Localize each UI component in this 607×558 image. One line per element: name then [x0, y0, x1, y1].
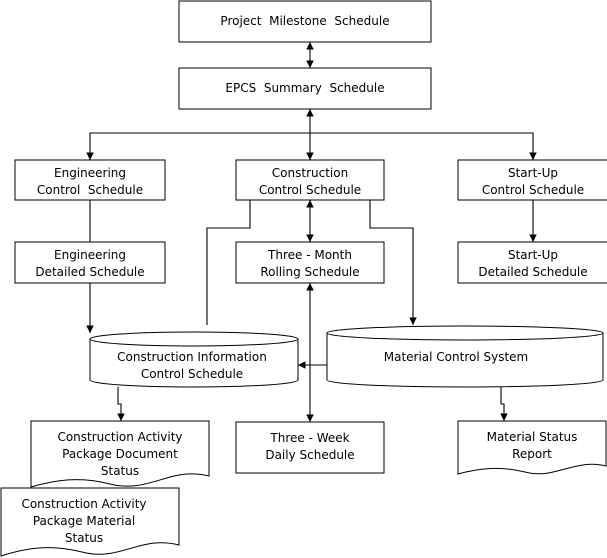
node-three-week: Three - Week Daily Schedule — [235, 421, 385, 474]
node-three-month: Three - Month Rolling Schedule — [235, 241, 385, 284]
node-material-control: Material Control System — [326, 325, 604, 388]
edge-cic-capdocument — [117, 387, 125, 421]
label-construction-information-1: Construction Information — [117, 350, 267, 364]
node-epcs-summary: EPCS Summary Schedule — [178, 67, 432, 110]
label-cap-document-3: Status — [101, 464, 139, 478]
node-startup-detailed: Start-Up Detailed Schedule — [457, 241, 607, 284]
label-three-week-1: Three - Week — [269, 431, 349, 445]
label-three-month-2: Rolling Schedule — [260, 265, 359, 279]
label-engineering-detailed-2: Detailed Schedule — [35, 265, 144, 279]
label-three-week-2: Daily Schedule — [265, 448, 354, 462]
edge-construction-material — [369, 200, 417, 325]
label-startup-control-1: Start-Up — [508, 166, 558, 180]
node-engineering-detailed: Engineering Detailed Schedule — [14, 241, 166, 284]
label-material-status-2: Report — [512, 447, 552, 461]
label-cap-material-3: Status — [65, 531, 103, 545]
label-cap-material-1: Construction Activity — [21, 497, 146, 511]
node-project-milestone: Project Milestone Schedule — [178, 0, 432, 43]
label-three-month-1: Three - Month — [267, 248, 352, 262]
edge-branch-engineering — [86, 132, 310, 160]
node-material-status: Material Status Report — [457, 420, 607, 475]
label-construction-control-1: Construction — [272, 166, 348, 180]
node-cap-material: Construction Activity Package Material S… — [0, 487, 180, 557]
label-cap-material-2: Package Material — [33, 514, 135, 528]
edges — [86, 42, 537, 422]
label-material-status-1: Material Status — [487, 430, 578, 444]
node-engineering-control: Engineering Control Schedule — [14, 159, 166, 201]
label-material-control: Material Control System — [384, 350, 529, 364]
label-engineering-control-2: Control Schedule — [37, 183, 143, 197]
label-construction-information-2: Control Schedule — [141, 367, 243, 381]
node-construction-control: Construction Control Schedule — [235, 159, 385, 201]
label-cap-document-2: Package Document — [62, 447, 178, 461]
node-startup-control: Start-Up Control Schedule — [457, 159, 607, 201]
label-startup-control-2: Control Schedule — [482, 183, 584, 197]
label-project-milestone: Project Milestone Schedule — [220, 14, 389, 28]
label-epcs-summary: EPCS Summary Schedule — [225, 81, 384, 95]
node-construction-information: Construction Information Control Schedul… — [89, 331, 299, 388]
label-engineering-detailed-1: Engineering — [54, 248, 126, 262]
edge-material-materialstatus — [500, 387, 508, 421]
edge-branch-startup — [310, 132, 537, 160]
label-construction-control-2: Control Schedule — [259, 183, 361, 197]
label-startup-detailed-1: Start-Up — [508, 248, 558, 262]
node-cap-document: Construction Activity Package Document S… — [30, 420, 210, 488]
label-startup-detailed-2: Detailed Schedule — [478, 265, 587, 279]
label-engineering-control-1: Engineering — [54, 166, 126, 180]
label-cap-document-1: Construction Activity — [57, 430, 182, 444]
edge-construction-cic — [206, 200, 251, 325]
